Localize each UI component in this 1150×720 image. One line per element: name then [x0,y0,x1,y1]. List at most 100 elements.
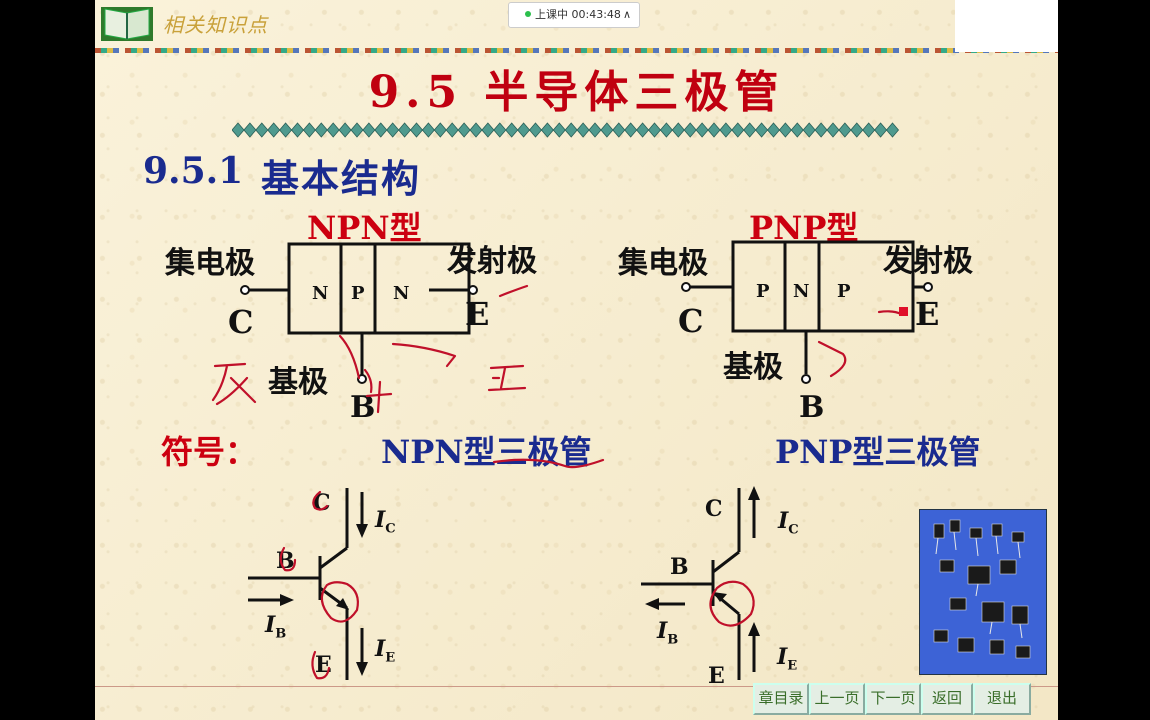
slide: 相关知识点 9.5 半导体三极管 9.5.1 基本结构 NPN型 集电极 发射极… [95,0,1058,720]
ink-underline [492,458,605,469]
diamond-mark [564,122,578,138]
diamond-mark [552,122,566,138]
diamond-mark [421,122,435,138]
pnp-ic-label: IC [778,508,799,538]
diamond-mark [493,122,507,138]
pnp-terminal-b: B [799,390,825,425]
diamond-mark [433,122,447,138]
diamond-mark [659,122,673,138]
diamond-mark [624,122,638,138]
diamond-mark [743,122,757,138]
pnp-emitter-label: 发射极 [883,244,973,279]
related-knowledge-link[interactable]: 相关知识点 [163,13,268,37]
diamond-mark [778,122,792,138]
recording-timer: 上课中 00:43:48 [535,8,621,21]
diamond-mark [255,122,269,138]
diamond-mark [695,122,709,138]
diamond-mark [826,122,840,138]
recording-status-pill[interactable]: 上课中 00:43:48 ∧ [508,2,640,28]
diamond-mark [576,122,590,138]
npn-region-n2: N [393,283,410,304]
nav-prev-button[interactable]: 上一页 [809,683,865,715]
diamond-mark [850,122,864,138]
npn-type-label: NPN型 [307,209,422,247]
npn-ib-label: IB [265,612,287,642]
diamond-mark [671,122,685,138]
diamond-mark [802,122,816,138]
diamond-mark [505,122,519,138]
live-dot-icon [525,11,531,17]
ink-pnp-emitter [877,310,903,316]
diamond-mark [528,122,543,138]
diamond-mark [267,122,281,138]
pnp-symbol-e: E [708,663,725,689]
page-title: 9.5 半导体三极管 [368,67,785,118]
npn-transistor-symbol [248,488,368,680]
pnp-region-p1: P [756,281,770,302]
diamond-mark [469,122,483,138]
nav-exit-button[interactable]: 退出 [973,683,1031,715]
diamond-mark [350,122,364,138]
diamond-mark [457,122,471,138]
chevron-up-icon[interactable]: ∧ [622,8,631,21]
pnp-region-n: N [793,281,810,302]
nav-back-button[interactable]: 返回 [921,683,973,715]
npn-base-label: 基极 [268,365,328,400]
nav-chapter-button[interactable]: 章目录 [753,683,809,715]
ink-fan [211,362,257,406]
diamond-mark [481,122,495,138]
npn-ic-label: IC [375,507,396,537]
ink-b-mark [279,546,297,572]
transistor-photo [919,509,1047,675]
diamond-mark [445,122,459,138]
npn-terminal-c: C [228,303,254,341]
ink-c-mark [312,490,329,511]
npn-region-n1: N [312,283,329,304]
pnp-symbol-b: B [670,554,689,580]
pnp-base-label: 基极 [723,350,783,385]
diamond-mark [302,122,316,138]
nav-next-button[interactable]: 下一页 [865,683,921,715]
diamond-mark [279,122,293,138]
npn-structure-diagram [240,242,478,384]
handwriting-overlay [211,284,908,680]
pnp-terminal-c: C [678,302,704,340]
diamond-mark [398,122,412,138]
diamond-mark [540,122,554,138]
ink-pnp-base [817,340,847,378]
diamond-mark [338,122,352,138]
diamond-mark [707,122,721,138]
diamond-mark [409,122,424,138]
pnp-ie-label: IE [777,644,798,674]
pnp-structure-diagram [681,240,933,384]
header-divider [95,48,1058,53]
diamond-mark [612,122,626,138]
diamond-mark [838,122,852,138]
ink-npn-circle [320,581,359,623]
cursor-dot [899,307,908,316]
ink-e-mark [311,650,331,680]
footer-divider [95,686,1058,687]
npn-region-p: P [351,283,365,304]
diamond-mark [326,122,340,138]
npn-terminal-e: E [465,295,490,333]
pnp-terminal-e: E [915,295,940,333]
pnp-collector-label: 集电极 [618,246,708,281]
pnp-region-p2: P [837,281,851,302]
diamond-mark [885,122,900,138]
diamond-mark [790,122,804,138]
diamond-mark [862,122,876,138]
npn-ie-label: IE [375,636,396,666]
diamond-mark [314,122,328,138]
section-number: 9.5.1 [143,150,244,192]
diamond-mark [243,122,257,138]
section-title: 基本结构 [261,156,422,201]
diamond-mark [517,122,531,138]
diamond-mark [386,122,400,138]
npn-collector-label: 集电极 [165,246,255,281]
pnp-symbol-c: C [705,496,723,522]
diamond-mark [755,122,769,138]
pnp-ib-label: IB [657,618,679,648]
ink-arrow [391,342,457,368]
book-icon[interactable] [99,3,155,43]
